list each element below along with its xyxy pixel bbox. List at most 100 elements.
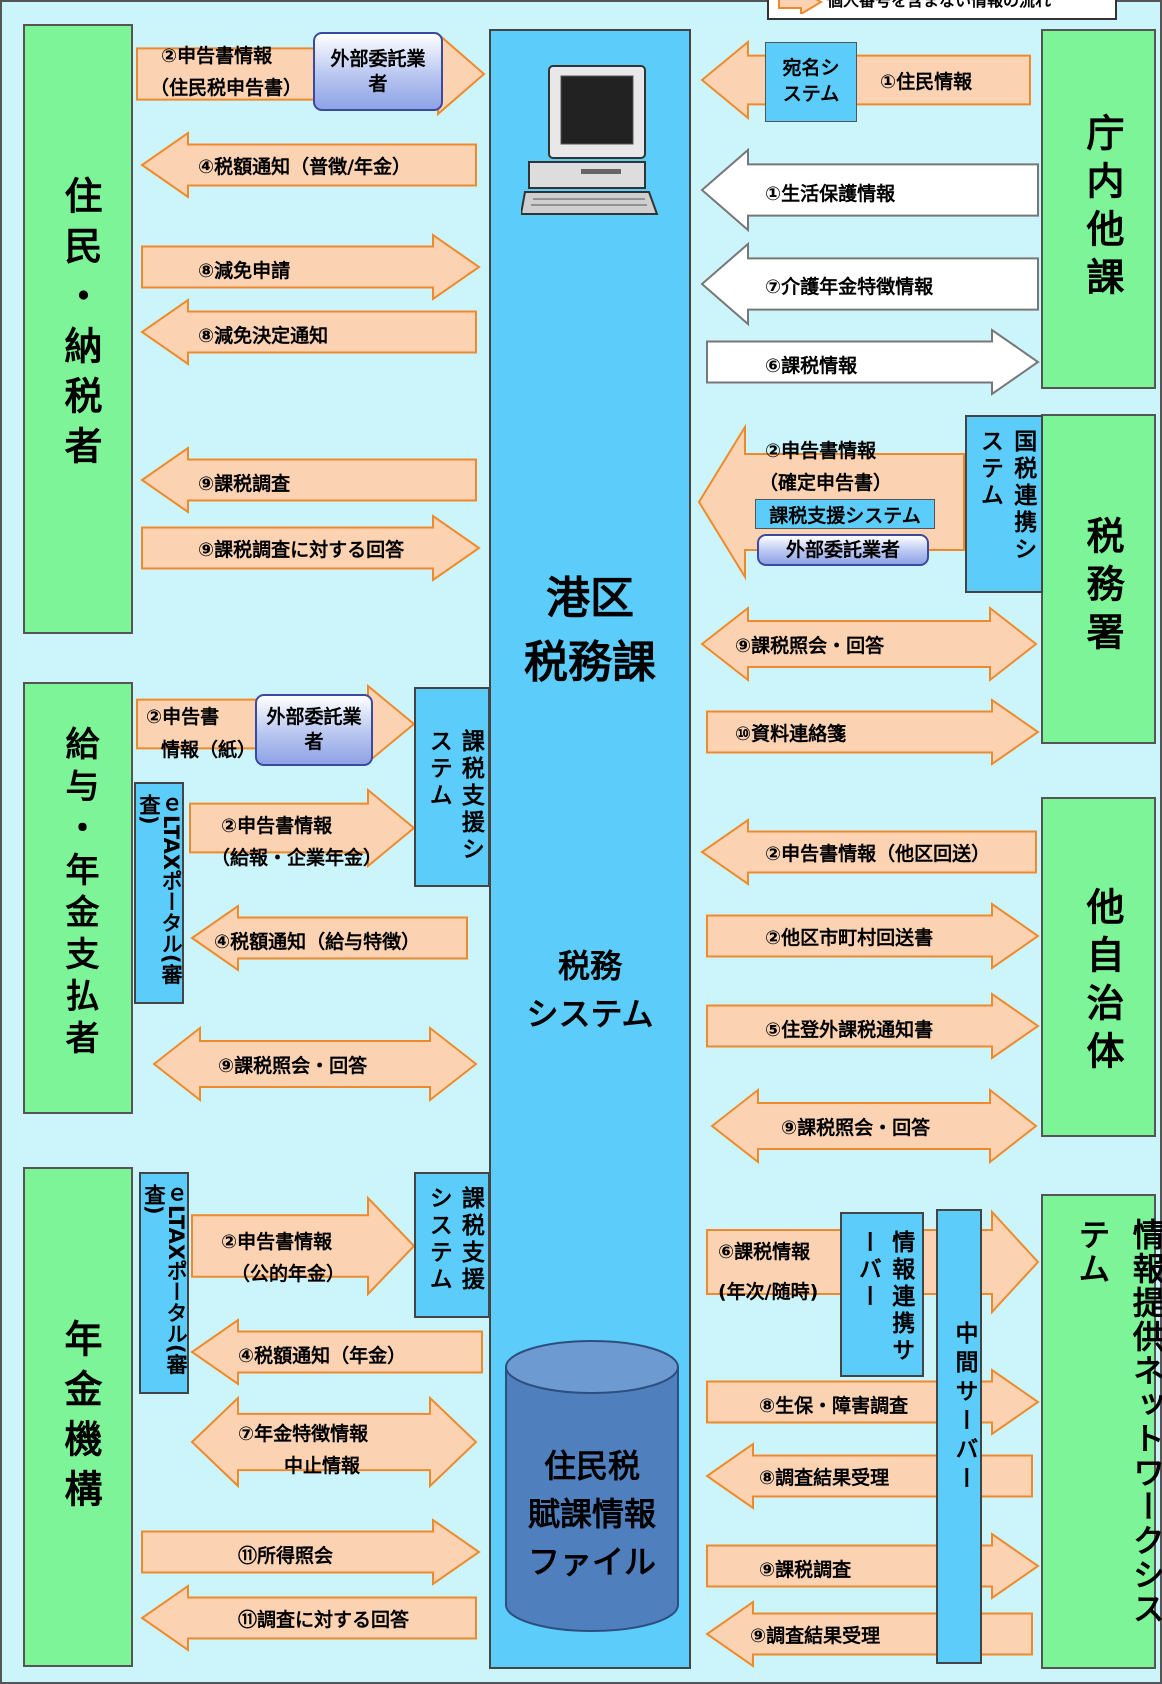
intermediate-server-box: 中間サーバー (936, 1209, 982, 1664)
arrow-pay-2 (189, 787, 416, 869)
entity-info-network-label: 情報提供ネットワークシステム (1073, 1218, 1162, 1626)
flow-res-5: ⑨課税調査 (198, 473, 291, 495)
flow-net-1-line1: ⑥課税情報 (718, 1241, 811, 1263)
flow-mun-4: ⑨課税照会・回答 (781, 1117, 931, 1139)
entity-pension-org-label: 年金機構 (58, 1319, 102, 1519)
arrow-oth-1 (700, 39, 1031, 121)
entity-other-depts-label: 庁内他課 (1080, 113, 1124, 305)
flow-tax-1-line1: ②申告書情報 (765, 440, 877, 462)
flow-res-3: ⑧減免申請 (198, 260, 291, 282)
outsourcer-payers-label: 外部委託業者 (266, 706, 362, 753)
info-linkage-server-box: 情報連携サーバー (840, 1212, 924, 1377)
flow-oth-1: ①住民情報 (880, 71, 973, 93)
flow-mun-3: ⑤住登外課税通知書 (765, 1019, 934, 1041)
flow-net-1-line2: (年次/随時) (718, 1281, 819, 1303)
atena-system-label: 宛名システム (782, 57, 840, 105)
arrow-net-4 (706, 1532, 1040, 1600)
outsourcer-residents-label: 外部委託業者 (330, 47, 426, 95)
arrow-res-5 (140, 446, 477, 514)
flow-pen-3-line2: 中止情報 (284, 1455, 361, 1477)
flow-pay-3: ④税額通知（給与特徴） (214, 931, 421, 953)
outsourcer-payers: 外部委託業者 (255, 694, 373, 766)
kokuzei-system-box: 国税連携システム (965, 415, 1043, 593)
arrow-mun-3 (706, 992, 1040, 1060)
entity-residents-label: 住民・納税者 (58, 176, 102, 476)
flow-pen-3-line1: ⑦年金特徴情報 (238, 1423, 369, 1445)
flow-net-5: ⑨調査結果受理 (750, 1625, 881, 1647)
flow-mun-1: ②申告書情報（他区回送） (765, 843, 991, 865)
flow-res-4: ⑧減免決定通知 (198, 325, 329, 347)
arrow-mun-1 (700, 818, 1037, 886)
legend-arrow-icon (778, 0, 823, 14)
flow-pen-1-line1: ②申告書情報 (221, 1231, 333, 1253)
atena-system-box: 宛名システム (765, 42, 857, 122)
entity-pension-org: 年金機構 (23, 1167, 133, 1667)
flow-tax-2: ⑨課税照会・回答 (735, 635, 885, 657)
entity-info-network: 情報提供ネットワークシステム (1041, 1194, 1162, 1669)
entity-payers-label: 給与・年金支払者 (59, 726, 99, 1062)
entity-other-municipalities: 他自治体 (1041, 797, 1156, 1137)
database-icon (505, 1340, 679, 1632)
arrow-pen-2 (190, 1318, 483, 1386)
entity-residents: 住民・納税者 (23, 24, 133, 634)
flow-pay-1-line2: 情報（紙） (161, 739, 257, 761)
flow-pen-4: ⑪所得照会 (238, 1545, 334, 1567)
flow-oth-3: ⑦介護年金特徴情報 (765, 276, 934, 298)
tax-support-system-tag: 課税支援システム (755, 499, 935, 529)
legend: 個人番号を含まない情報の流れ (767, 0, 1117, 20)
eltax-portal-box-2: ｅLTAXポータル(審査) (139, 1172, 189, 1394)
arrow-res-2 (140, 131, 477, 199)
eltax-portal-label-1: ｅLTAXポータル(審査) (137, 794, 184, 985)
arrow-oth-3 (700, 241, 1039, 327)
eltax-portal-box-1: ｅLTAXポータル(審査) (134, 782, 184, 1004)
arrow-pen-5 (140, 1584, 477, 1652)
flow-net-3: ⑧調査結果受理 (759, 1467, 890, 1489)
flow-oth-4: ⑥課税情報 (765, 355, 858, 377)
flow-res-1-line2: （住民税申告書） (150, 77, 303, 99)
flow-oth-2: ①生活保護情報 (765, 183, 896, 205)
kokuzei-system-label: 国税連携システム (976, 429, 1036, 564)
tax-system-line2: システム (526, 995, 654, 1033)
tax-division-title: 港区 税務課 (489, 567, 691, 695)
arrow-oth-4 (706, 328, 1040, 396)
flow-pen-2: ④税額通知（年金） (238, 1345, 407, 1367)
flow-mun-2: ②他区市町村回送書 (765, 927, 934, 949)
tax-support-system-label-2: 課税支援システム (425, 1186, 484, 1294)
flow-pay-2-line2: （給報・企業年金） (211, 847, 383, 869)
entity-tax-office-label: 税務署 (1080, 516, 1124, 660)
eltax-portal-label-2: ｅLTAXポータル(審査) (142, 1184, 189, 1375)
arrow-mun-4 (710, 1087, 1038, 1165)
tax-division-title-line2: 税務課 (524, 636, 656, 688)
entity-tax-office: 税務署 (1041, 414, 1156, 744)
flow-tax-1-line2: （確定申告書） (759, 472, 893, 494)
entity-other-municipalities-label: 他自治体 (1080, 887, 1124, 1079)
arrow-oth-2 (700, 147, 1039, 233)
flow-pay-4: ⑨課税照会・回答 (218, 1055, 368, 1077)
flow-res-1-line1: ②申告書情報 (161, 45, 273, 67)
legend-text: 個人番号を含まない情報の流れ (827, 0, 1052, 10)
arrow-pen-1 (191, 1195, 416, 1297)
arrow-res-6 (141, 514, 481, 582)
flow-res-2: ④税額通知（普徴/年金） (198, 156, 412, 178)
arrow-tax-2 (700, 605, 1038, 683)
database-line1: 住民税 (543, 1447, 640, 1485)
outsourcer-tax-office-label: 外部委託業者 (785, 538, 900, 561)
arrow-pay-4 (152, 1025, 478, 1103)
flow-net-4: ⑨課税調査 (759, 1559, 852, 1581)
database-line3: ファイル (527, 1543, 656, 1581)
arrow-tax-3 (706, 698, 1040, 766)
outsourcer-tax-office: 外部委託業者 (757, 534, 929, 566)
arrow-pen-4 (141, 1518, 481, 1586)
entity-payers: 給与・年金支払者 (23, 682, 133, 1114)
outsourcer-residents: 外部委託業者 (313, 32, 443, 111)
flow-res-6: ⑨課税調査に対する回答 (198, 539, 405, 561)
flow-pay-2-line1: ②申告書情報 (221, 815, 333, 837)
entity-other-depts: 庁内他課 (1041, 29, 1156, 389)
flow-tax-3: ⑩資料連絡箋 (735, 723, 847, 745)
tax-support-system-label-1: 課税支援システム (425, 729, 484, 864)
arrow-pay-3 (190, 904, 468, 972)
tax-support-system-box-2: 課税支援システム (414, 1172, 490, 1318)
tax-system-line1: 税務 (557, 947, 622, 985)
info-linkage-server-label: 情報連携サーバー (854, 1230, 914, 1365)
